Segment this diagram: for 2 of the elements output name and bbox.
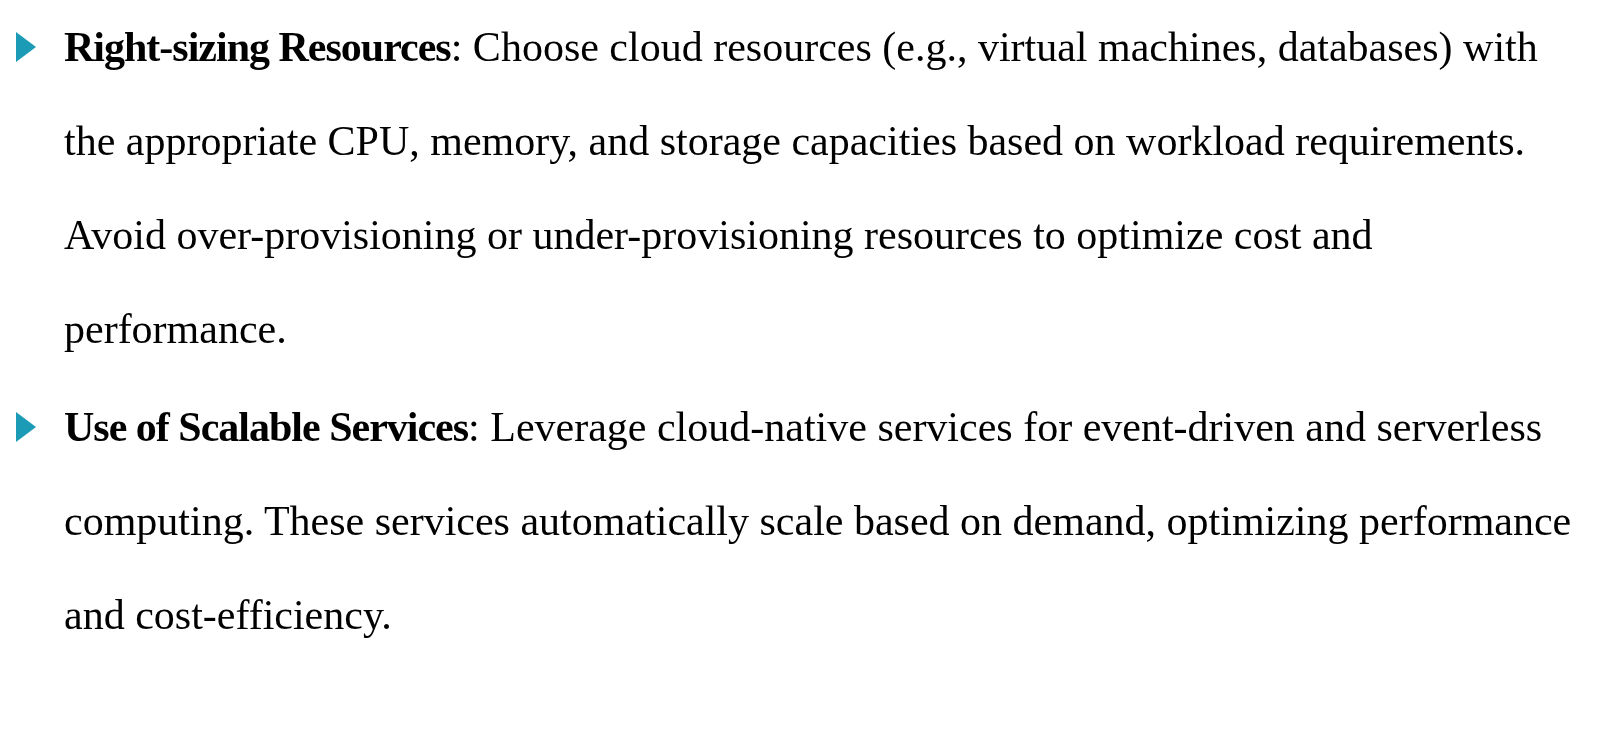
bullet-text: Use of Scalable Services: Leverage cloud-native services for event-driven and serverless computing. These services automatically scale based on demand, optimizing performance and cost-efficiency. — [64, 403, 1573, 640]
bullet-text: Right-sizing Resources: Choose cloud resources (e.g., virtual machines, databases) with the appropriate CPU, memory, and storage capacities based on workload requirements. Avoid over-provisioning or under-provisioning resources to optimize cost and performance. — [64, 23, 1539, 354]
